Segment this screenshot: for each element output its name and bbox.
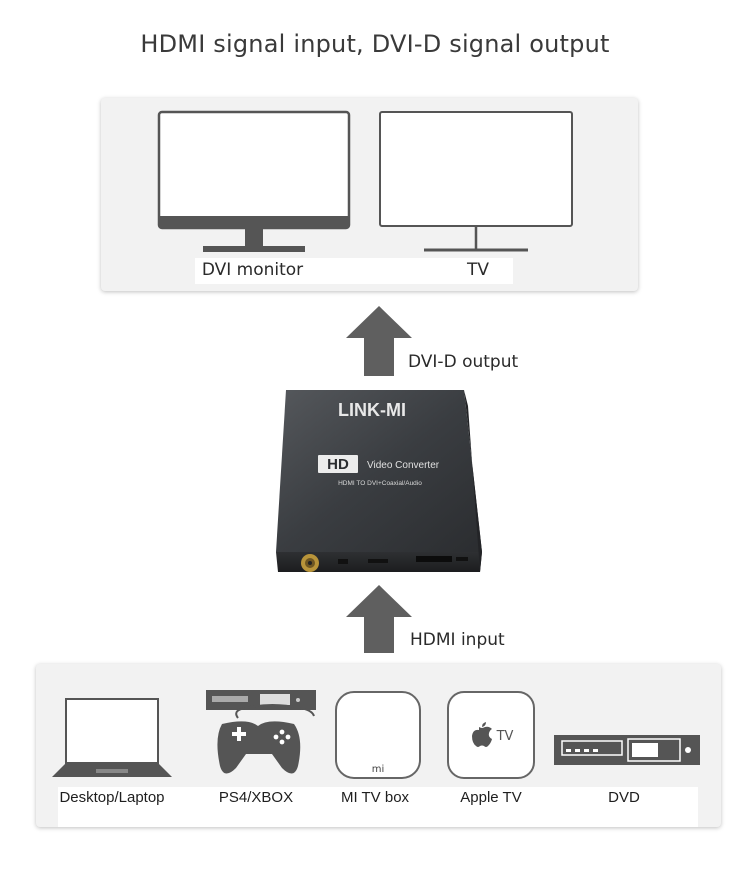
dvi-output-label: DVI-D output xyxy=(408,352,519,372)
hd-video-converter-device: LINK-MI HD Video Converter HDMI TO DVI+C… xyxy=(276,390,482,572)
mi-logo: mi xyxy=(372,764,385,775)
input-label-ps4-xbox: PS4/XBOX xyxy=(218,789,294,806)
input-label-apple-tv: Apple TV xyxy=(460,789,522,806)
monitor-icon xyxy=(157,110,351,252)
up-arrow-icon xyxy=(346,306,412,376)
product-subtitle: HDMI TO DVI+Coaxial/Audio xyxy=(338,480,422,487)
product-name: Video Converter xyxy=(367,460,440,471)
dvd-player-icon xyxy=(554,735,700,765)
brand-logo: LINK-MI xyxy=(338,400,406,420)
output-label-strip xyxy=(195,258,513,284)
up-arrow-icon xyxy=(346,585,412,653)
hd-badge: HD xyxy=(327,456,349,473)
tv-icon xyxy=(379,111,573,252)
input-label-mi-tv-box: MI TV box xyxy=(340,789,410,806)
gamepad-icon xyxy=(206,690,316,774)
apple-tv-icon: TV xyxy=(447,691,535,779)
page-title: HDMI signal input, DVI-D signal output xyxy=(140,30,610,58)
tv-label: TV xyxy=(466,260,489,280)
hdmi-input-label: HDMI input xyxy=(410,630,505,650)
input-label-strip xyxy=(58,787,698,827)
input-label-dvd: DVD xyxy=(608,789,640,806)
dvi-monitor-label: DVI monitor xyxy=(201,260,304,280)
mi-box-icon: mi xyxy=(335,691,421,779)
apple-tv-badge: TV xyxy=(496,729,514,744)
input-label-desktop-laptop: Desktop/Laptop xyxy=(59,789,165,806)
laptop-icon xyxy=(52,698,172,777)
